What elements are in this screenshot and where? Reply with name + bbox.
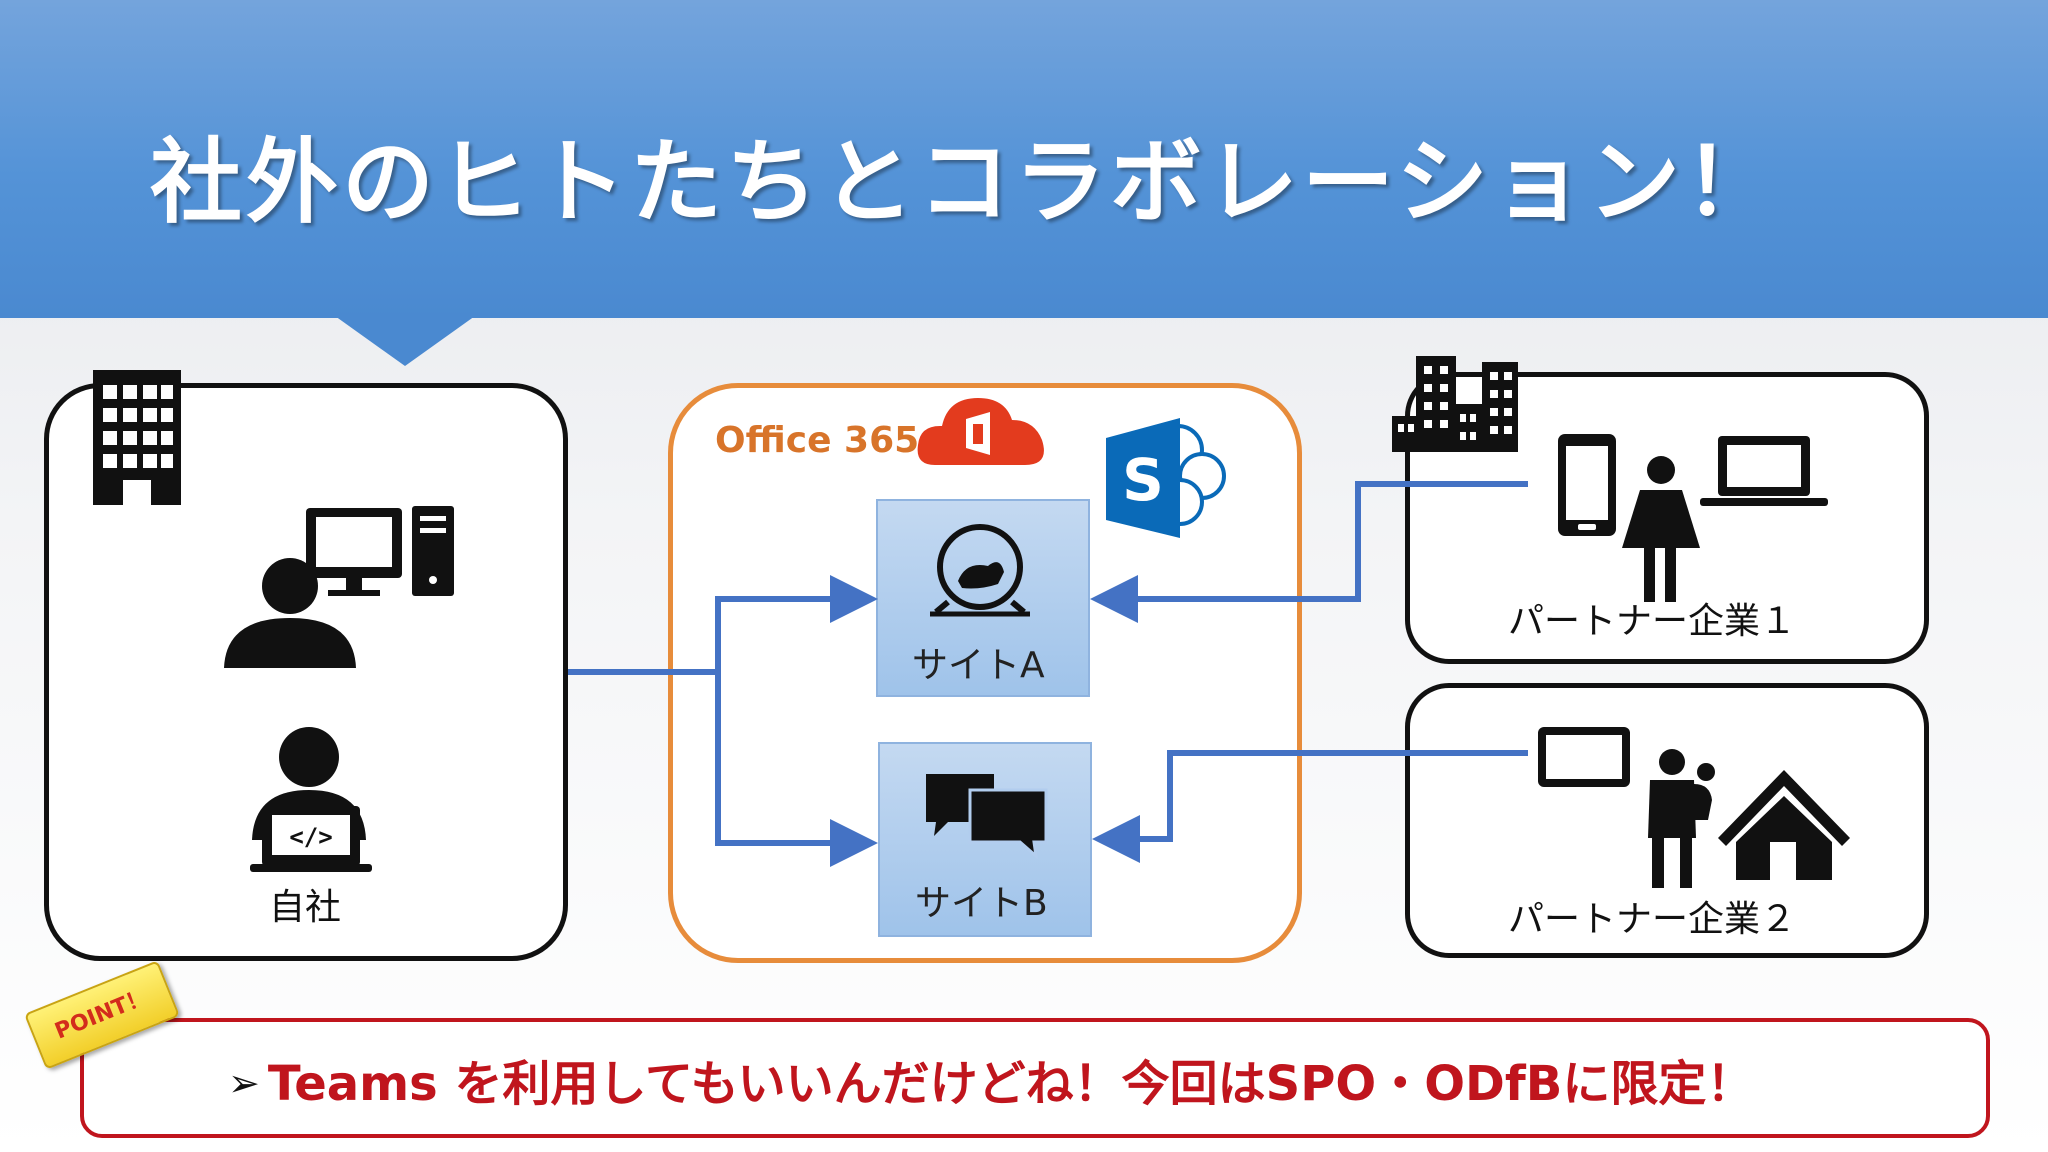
connector-own-to-siteB bbox=[715, 672, 878, 867]
siteA-label: サイトA bbox=[912, 645, 1045, 686]
connector-own-to-siteA bbox=[568, 575, 878, 675]
svg-text:S: S bbox=[1122, 446, 1164, 514]
connector-partner2-to-siteB bbox=[1092, 750, 1528, 863]
siteB-label: サイトB bbox=[915, 883, 1048, 924]
office-building-icon bbox=[93, 370, 181, 505]
chat-bubbles-icon bbox=[926, 774, 1048, 860]
title-banner bbox=[0, 0, 2048, 318]
office365-label: Office 365 bbox=[715, 420, 920, 461]
developer-laptop-icon: </> bbox=[250, 727, 372, 872]
svg-text:</>: </> bbox=[289, 823, 332, 851]
tablet-parent-house-icon bbox=[1538, 727, 1850, 888]
desktop-user-icon bbox=[224, 506, 454, 668]
connector-partner1-to-siteA bbox=[1090, 481, 1528, 623]
banner-pointer bbox=[335, 316, 475, 366]
own-company-label: 自社 bbox=[269, 887, 342, 928]
partner1-label: パートナー企業１ bbox=[1508, 601, 1797, 642]
sharepoint-icon: S bbox=[1106, 418, 1226, 538]
point-text: ➢Teams を利用してもいいんだけどね！今回はSPO・ODfBに限定！ bbox=[228, 1044, 1754, 1114]
point-panel bbox=[80, 1018, 1990, 1138]
connector-lines bbox=[568, 481, 1528, 867]
phone-woman-laptop-icon bbox=[1558, 434, 1828, 602]
point-message: Teams を利用してもいいんだけどね！今回はSPO・ODfBに限定！ bbox=[267, 1056, 1755, 1112]
bullet-icon: ➢ bbox=[228, 1061, 260, 1105]
partner2-label: パートナー企業２ bbox=[1508, 899, 1797, 940]
hamster-wheel-icon bbox=[930, 524, 1030, 617]
page-title: 社外のヒトたちとコラボレーション！ bbox=[150, 129, 1781, 236]
city-buildings-icon bbox=[1392, 356, 1518, 452]
office365-cloud-icon bbox=[917, 398, 1044, 465]
